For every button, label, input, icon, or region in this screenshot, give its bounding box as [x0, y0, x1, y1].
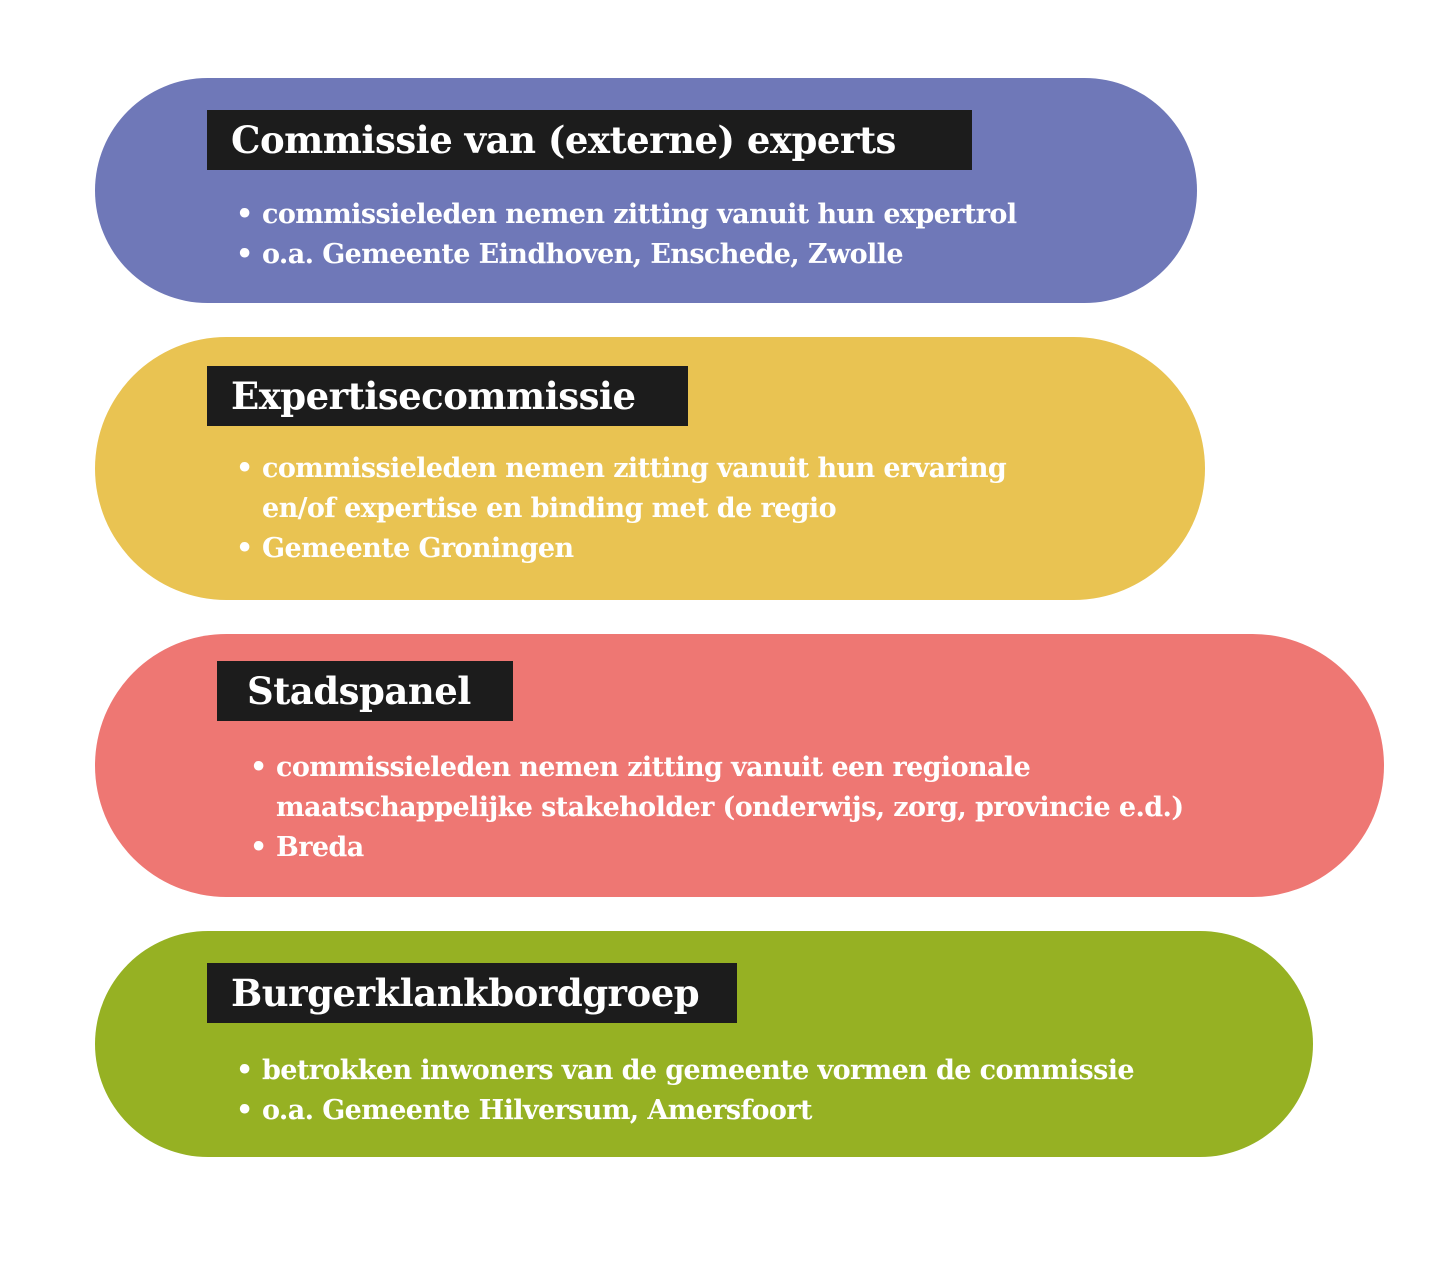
bullet-text: Gemeente Groningen [262, 533, 574, 564]
bullet-text: o.a. Gemeente Hilversum, Amersfoort [262, 1095, 812, 1126]
bullet-text: o.a. Gemeente Eindhoven, Enschede, Zwoll… [262, 239, 904, 270]
bullet-item: commissieleden nemen zitting vanuit een … [250, 748, 1184, 828]
bullet-list: betrokken inwoners van de gemeente vorme… [236, 1051, 1135, 1131]
bullet-item: Breda [250, 828, 1184, 868]
bullet-text: en/of expertise en binding met de regio [262, 493, 837, 524]
bullet-item: betrokken inwoners van de gemeente vorme… [236, 1051, 1135, 1091]
bullet-item: commissieleden nemen zitting vanuit hun … [236, 449, 1007, 529]
bullet-text: Breda [276, 832, 364, 863]
bullet-item: Gemeente Groningen [236, 529, 1006, 569]
bullet-list: commissieleden nemen zitting vanuit hun … [236, 449, 1007, 569]
bullet-item: o.a. Gemeente Eindhoven, Enschede, Zwoll… [236, 235, 1016, 275]
bullet-text: betrokken inwoners van de gemeente vorme… [262, 1055, 1135, 1086]
block-title: Burgerklankbordgroep [207, 963, 737, 1023]
bullet-text: commissieleden nemen zitting vanuit een … [276, 752, 1031, 783]
bullet-text: maatschappelijke stakeholder (onderwijs,… [276, 792, 1184, 823]
bullet-text: commissieleden nemen zitting vanuit hun … [262, 199, 1017, 230]
bullet-item: commissieleden nemen zitting vanuit hun … [236, 195, 1017, 235]
bullet-text: commissieleden nemen zitting vanuit hun … [262, 453, 1007, 484]
bullet-item: o.a. Gemeente Hilversum, Amersfoort [236, 1091, 1134, 1131]
bullet-list: commissieleden nemen zitting vanuit een … [250, 748, 1184, 868]
bullet-list: commissieleden nemen zitting vanuit hun … [236, 195, 1017, 275]
block-title: Commissie van (externe) experts [207, 110, 972, 170]
block-title: Stadspanel [217, 661, 513, 721]
block-title: Expertisecommissie [207, 366, 688, 426]
